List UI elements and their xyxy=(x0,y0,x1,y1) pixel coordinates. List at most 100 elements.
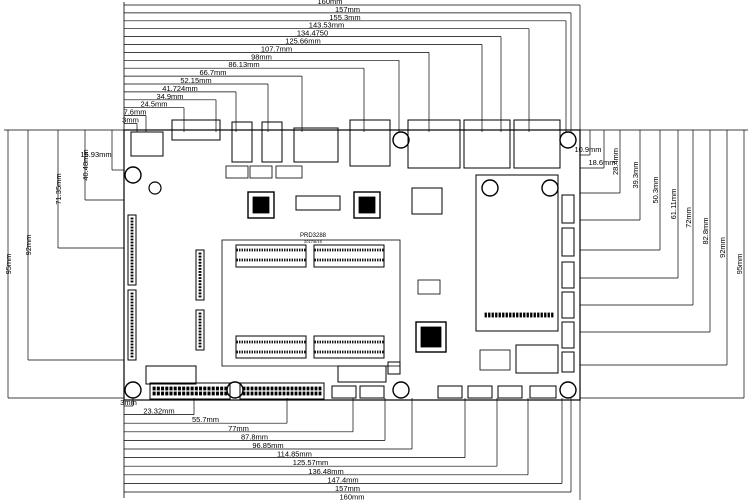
sodimm-pin xyxy=(382,340,384,344)
sodimm-pin xyxy=(251,248,253,252)
header-pin xyxy=(258,391,262,396)
header-pin xyxy=(130,304,134,307)
sodimm-pin xyxy=(239,258,241,262)
sodimm-pin xyxy=(367,350,369,354)
sodimm-pin xyxy=(329,350,331,354)
mount-hole-top-right xyxy=(559,131,577,149)
dimension-label-top: 66.7mm xyxy=(199,68,226,77)
mount-hole-bottom-right xyxy=(559,381,577,399)
header-pin xyxy=(198,339,202,342)
header-pin xyxy=(198,315,202,318)
bottom-connector-5 xyxy=(331,385,357,399)
sodimm-pin xyxy=(364,350,366,354)
sodimm-pin xyxy=(286,248,288,252)
header-pin xyxy=(130,298,134,301)
sodimm-pin xyxy=(254,258,256,262)
sodimm-pin xyxy=(236,248,238,252)
sodimm-pin xyxy=(241,258,243,262)
header-pin xyxy=(278,386,282,391)
dimension-label: 10.9mm xyxy=(574,145,601,154)
chip-upper-right xyxy=(411,187,443,215)
sodimm-pin xyxy=(324,350,326,354)
left-header-2 xyxy=(127,289,137,361)
slot-pin xyxy=(484,312,487,318)
sodimm-pin xyxy=(289,258,291,262)
sodimm-pin xyxy=(291,350,293,354)
sodimm-pin xyxy=(301,248,303,252)
mount-hole-mid-left xyxy=(481,179,499,197)
sodimm-pin xyxy=(274,340,276,344)
sodimm-pin xyxy=(239,340,241,344)
db9-connector-1 xyxy=(407,119,461,169)
sodimm-pin xyxy=(239,248,241,252)
sodimm-pin xyxy=(249,248,251,252)
header-pin xyxy=(270,391,274,396)
sodimm-pin xyxy=(256,258,258,262)
dimension-label-bottom: 114.85mm xyxy=(277,450,312,459)
right-connector-6 xyxy=(561,351,575,373)
sodimm-pin xyxy=(344,340,346,344)
header-pin xyxy=(198,274,202,276)
header-pin xyxy=(130,310,134,313)
header-pin xyxy=(194,391,198,396)
sodimm-pin xyxy=(372,350,374,354)
header-pin xyxy=(130,331,134,334)
sodimm-pin xyxy=(382,248,384,252)
dimension-label-top: 86.13mm xyxy=(228,60,259,69)
header-pin xyxy=(152,386,156,391)
sodimm-pin xyxy=(359,258,361,262)
header-pin xyxy=(130,223,134,226)
mount-hole-left-2 xyxy=(148,181,162,195)
sodimm-bottom-right xyxy=(313,335,385,359)
bottom-connector-lvds-v1 xyxy=(145,365,197,385)
sodimm-pin xyxy=(357,258,359,262)
board-outline xyxy=(123,129,581,401)
header-pin xyxy=(130,340,134,343)
header-pin xyxy=(254,391,258,396)
header-pin xyxy=(130,229,134,232)
sodimm-pin xyxy=(354,350,356,354)
sodimm-pin xyxy=(382,258,384,262)
sodimm-pin xyxy=(284,340,286,344)
sodimm-pin xyxy=(241,340,243,344)
header-pin xyxy=(198,345,202,348)
sodimm-pin xyxy=(256,248,258,252)
core-board-outline xyxy=(221,239,401,367)
sodimm-pin xyxy=(284,258,286,262)
header-pin xyxy=(130,262,134,265)
sodimm-pin xyxy=(367,248,369,252)
sodimm-pin xyxy=(317,340,319,344)
header-pin xyxy=(130,235,134,238)
header-pin xyxy=(161,386,165,391)
sodimm-pin xyxy=(334,340,336,344)
sodimm-pin xyxy=(284,248,286,252)
sodimm-pin xyxy=(244,248,246,252)
sodimm-pin xyxy=(377,248,379,252)
sodimm-pin xyxy=(296,350,298,354)
sodimm-pin xyxy=(274,248,276,252)
sodimm-pin xyxy=(271,258,273,262)
header-pin xyxy=(173,386,177,391)
sodimm-pin xyxy=(314,350,316,354)
header-pin xyxy=(130,328,134,331)
header-pin xyxy=(198,258,202,261)
header-pin xyxy=(314,386,318,391)
sodimm-pin xyxy=(329,340,331,344)
dimension-label-top: 52.15mm xyxy=(180,76,211,85)
slot-pin xyxy=(547,312,550,318)
sodimm-pin xyxy=(259,340,261,344)
sodimm-pin xyxy=(337,350,339,354)
header-pin xyxy=(177,386,181,391)
header-pin xyxy=(246,386,250,391)
sodimm-pin xyxy=(382,350,384,354)
header-pin xyxy=(173,391,177,396)
sodimm-pin xyxy=(372,340,374,344)
header-pin xyxy=(198,318,202,321)
slot-pin xyxy=(495,312,498,318)
slot-pin xyxy=(537,312,540,318)
sodimm-pin xyxy=(261,350,263,354)
header-pin xyxy=(198,333,202,336)
sodimm-pin xyxy=(281,258,283,262)
sodimm-pin xyxy=(299,350,301,354)
sodimm-pin xyxy=(244,350,246,354)
